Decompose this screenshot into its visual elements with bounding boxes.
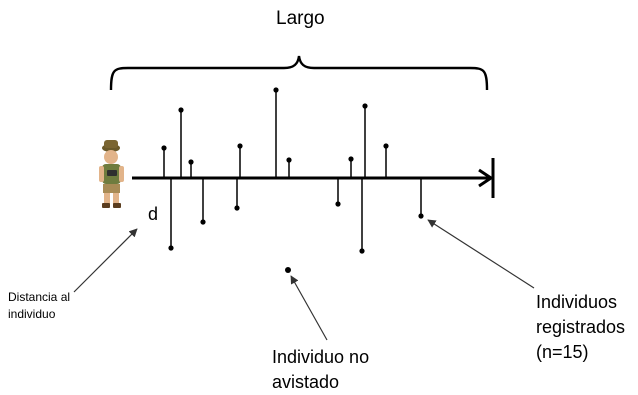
individual-marker bbox=[161, 145, 167, 151]
explorer-person-icon bbox=[99, 140, 124, 208]
individual-marker bbox=[359, 248, 365, 254]
length-brace bbox=[109, 55, 489, 91]
individual-marker bbox=[234, 205, 240, 211]
individual-marker bbox=[168, 245, 174, 251]
individual-marker bbox=[178, 107, 184, 113]
individual-marker bbox=[335, 201, 341, 207]
unsighted-individual-marker bbox=[285, 267, 291, 273]
individual-marker bbox=[348, 156, 354, 162]
recorded-label-line: (n=15) bbox=[536, 342, 589, 362]
distance-pointer-arrow bbox=[73, 228, 138, 293]
transect-arrowhead bbox=[478, 168, 494, 188]
individual-marker bbox=[383, 143, 389, 149]
recorded-individuals bbox=[161, 87, 424, 254]
unsighted-pointer-arrow bbox=[290, 275, 328, 341]
recorded-individuals-label: Individuos registrados (n=15) bbox=[536, 290, 625, 365]
individual-marker bbox=[418, 213, 424, 219]
distance-symbol-label: d bbox=[148, 204, 159, 224]
individual-marker bbox=[362, 103, 368, 109]
distance-label: Distancia al individuo bbox=[8, 289, 70, 323]
length-label: Largo bbox=[276, 8, 325, 29]
unsighted-label-line: avistado bbox=[272, 372, 340, 392]
recorded-label-line: Individuos bbox=[536, 292, 618, 312]
recorded-pointer-arrow bbox=[427, 219, 535, 289]
individual-marker bbox=[188, 159, 194, 165]
individual-marker bbox=[200, 219, 206, 225]
distance-label-line: individuo bbox=[8, 307, 56, 321]
individual-marker bbox=[273, 87, 279, 93]
distance-label-line: Distancia al bbox=[8, 290, 71, 304]
recorded-label-line: registrados bbox=[536, 317, 626, 337]
individual-marker bbox=[286, 157, 292, 163]
unsighted-label-line: Individuo no bbox=[272, 347, 370, 367]
unsighted-individual-label: Individuo no avistado bbox=[272, 345, 369, 395]
individual-marker bbox=[237, 143, 243, 149]
